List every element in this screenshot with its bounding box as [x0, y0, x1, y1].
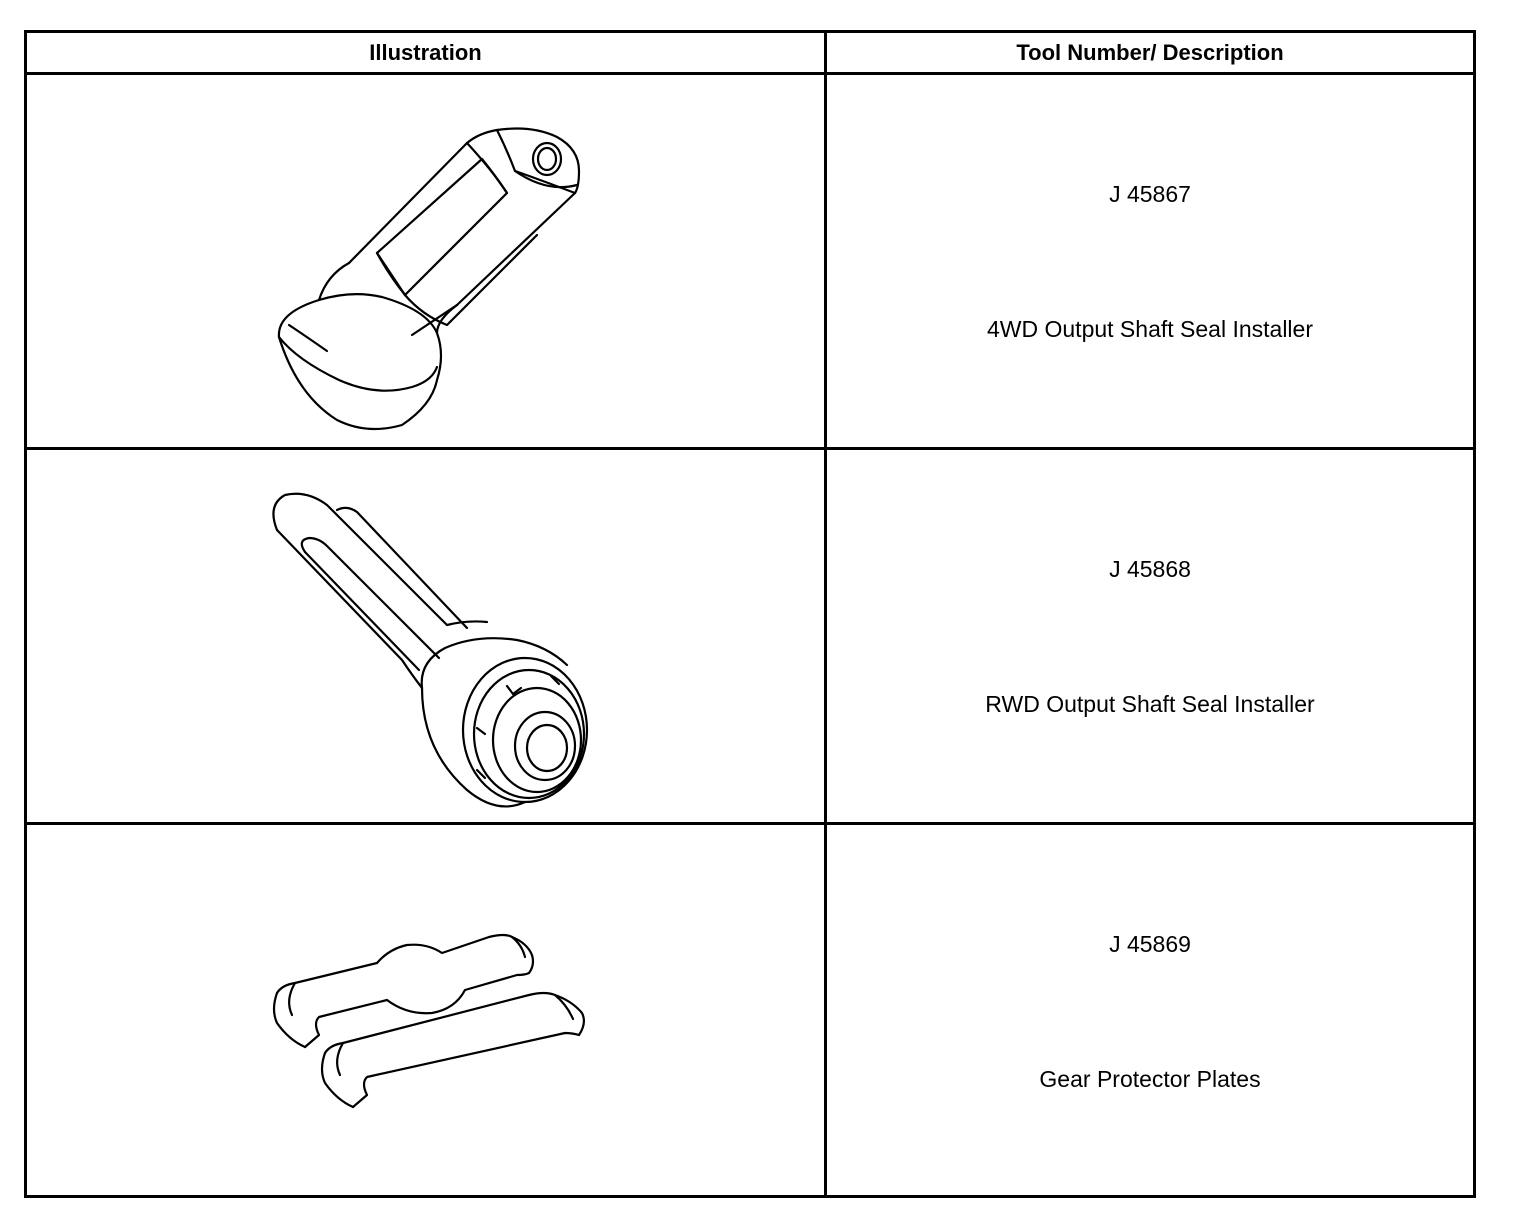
header-illustration: Illustration	[27, 33, 827, 75]
seal-installer-rwd-icon	[272, 492, 589, 808]
tool-number: J 45869	[1109, 931, 1191, 957]
tool-table: Illustration Tool Number/ Description	[24, 30, 1476, 1198]
tool-description: RWD Output Shaft Seal Installer	[985, 691, 1315, 717]
tool-description: Gear Protector Plates	[1039, 1066, 1261, 1092]
header-tool-label: Tool Number/ Description	[1016, 39, 1284, 65]
tool-number: J 45868	[1109, 556, 1191, 582]
illustration-cell-2	[27, 450, 827, 825]
header-tool-description: Tool Number/ Description	[827, 33, 1473, 75]
seal-installer-4wd-icon	[277, 127, 581, 431]
illustration-cell-1	[27, 75, 827, 450]
header-illustration-label: Illustration	[369, 39, 482, 65]
tool-number: J 45867	[1109, 181, 1191, 207]
illustration-cell-3	[27, 825, 827, 1195]
tool-description: 4WD Output Shaft Seal Installer	[987, 316, 1313, 342]
description-cell-1: J 45867 4WD Output Shaft Seal Installer	[827, 75, 1473, 450]
description-cell-2: J 45868 RWD Output Shaft Seal Installer	[827, 450, 1473, 825]
gear-protector-plates-icon	[272, 933, 586, 1109]
description-cell-3: J 45869 Gear Protector Plates	[827, 825, 1473, 1195]
